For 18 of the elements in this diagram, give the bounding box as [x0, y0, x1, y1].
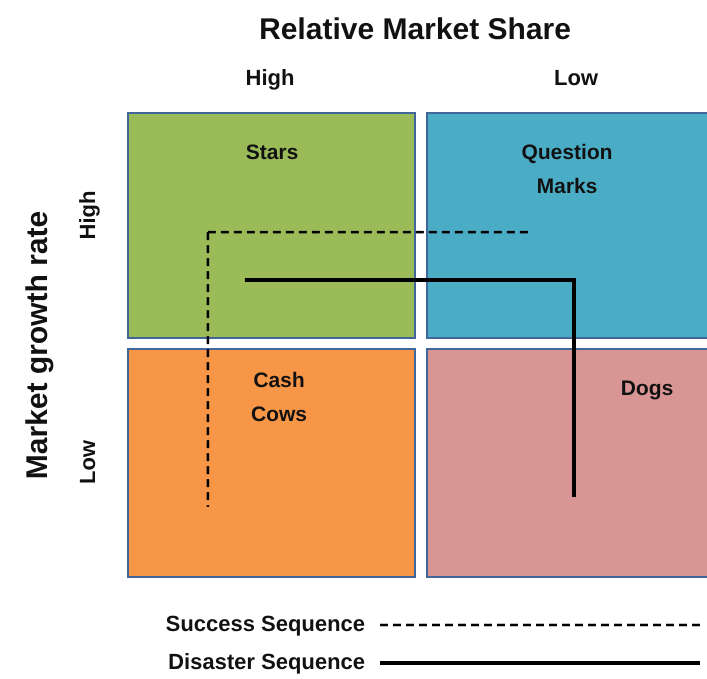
quadrant-box: [127, 112, 416, 339]
quadrant-box: [127, 348, 416, 578]
axis-title: Market growth rate: [21, 210, 55, 480]
axis-label: Low: [75, 440, 101, 484]
axis-label: Low: [554, 65, 598, 91]
legend-label: Success Sequence: [166, 611, 365, 637]
axis-label: High: [75, 190, 101, 240]
quadrant-box: [426, 348, 707, 578]
quadrant-box: [426, 112, 707, 339]
legend-label: Disaster Sequence: [168, 649, 365, 675]
quadrant-label: Cash Cows: [250, 368, 308, 428]
quadrant-label: Dogs: [620, 376, 674, 402]
axis-label: High: [246, 65, 294, 91]
axis-title: Relative Market Share: [259, 13, 571, 47]
quadrant-label: Stars: [244, 140, 300, 166]
dashed-connector: [208, 230, 528, 234]
dashed-connector: [206, 232, 210, 507]
quadrant-label: Question Marks: [520, 140, 614, 200]
